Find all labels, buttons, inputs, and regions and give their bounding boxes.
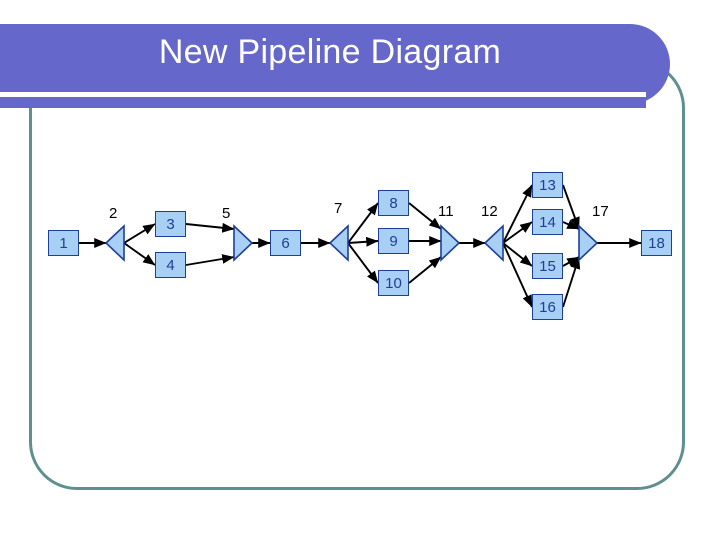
node-box-1[interactable]: 1 <box>48 230 79 256</box>
gate-layer <box>104 224 599 262</box>
gate-label-11: 11 <box>438 203 454 220</box>
node-box-label: 14 <box>539 213 556 231</box>
node-box-18[interactable]: 18 <box>641 230 672 256</box>
gate-label-2: 2 <box>109 205 118 222</box>
node-box-4[interactable]: 4 <box>155 252 186 278</box>
node-box-label: 1 <box>59 234 68 252</box>
edge-3-to-5 <box>185 222 235 233</box>
gate-label-17: 17 <box>592 203 609 220</box>
node-box-label: 9 <box>389 232 398 250</box>
edge-12-to-13 <box>502 184 533 244</box>
gate-join-11[interactable] <box>440 224 461 262</box>
edge-16-to-17 <box>562 256 581 308</box>
title-divider-rule <box>0 92 646 97</box>
node-box-3[interactable]: 3 <box>155 211 186 237</box>
edge-7-to-10 <box>347 242 379 284</box>
gate-split-2[interactable] <box>104 224 125 262</box>
node-box-label: 10 <box>385 274 402 292</box>
node-box-14[interactable]: 14 <box>532 209 563 235</box>
edge-8-to-11 <box>408 202 442 230</box>
node-box-label: 6 <box>281 234 290 252</box>
node-box-9[interactable]: 9 <box>378 228 409 254</box>
edge-2-to-4 <box>123 242 156 266</box>
edge-10-to-11 <box>408 256 442 284</box>
gate-split-7[interactable] <box>328 224 349 262</box>
node-box-15[interactable]: 15 <box>532 253 563 279</box>
edge-12-to-15 <box>502 242 533 267</box>
node-box-8[interactable]: 8 <box>378 190 409 216</box>
gate-join-5[interactable] <box>233 224 254 262</box>
edge-14-to-17 <box>562 219 580 230</box>
node-box-10[interactable]: 10 <box>378 270 409 296</box>
node-box-13[interactable]: 13 <box>532 172 563 198</box>
node-box-16[interactable]: 16 <box>532 294 563 320</box>
edge-7-to-9 <box>347 236 379 247</box>
gate-label-7: 7 <box>334 200 343 217</box>
node-box-label: 18 <box>648 234 665 252</box>
node-box-label: 15 <box>539 257 556 275</box>
node-box-6[interactable]: 6 <box>270 230 301 256</box>
page-title: New Pipeline Diagram <box>158 33 502 71</box>
edge-12-to-14 <box>502 221 533 244</box>
node-box-label: 4 <box>166 256 175 274</box>
gate-label-5: 5 <box>222 205 231 222</box>
gate-label-12: 12 <box>481 203 498 220</box>
title-banner-lower-strip <box>0 97 646 108</box>
gate-split-12[interactable] <box>483 224 504 262</box>
edge-2-to-3 <box>123 223 156 244</box>
node-box-label: 16 <box>539 298 556 316</box>
node-box-label: 3 <box>166 215 175 233</box>
title-banner <box>0 24 670 104</box>
edge-7-to-8 <box>347 202 379 244</box>
edge-12-to-16 <box>502 242 533 308</box>
node-box-label: 8 <box>389 194 398 212</box>
gate-join-17[interactable] <box>578 224 599 262</box>
edge-layer <box>79 184 642 308</box>
node-box-label: 13 <box>539 176 556 194</box>
edge-4-to-5 <box>185 254 235 266</box>
